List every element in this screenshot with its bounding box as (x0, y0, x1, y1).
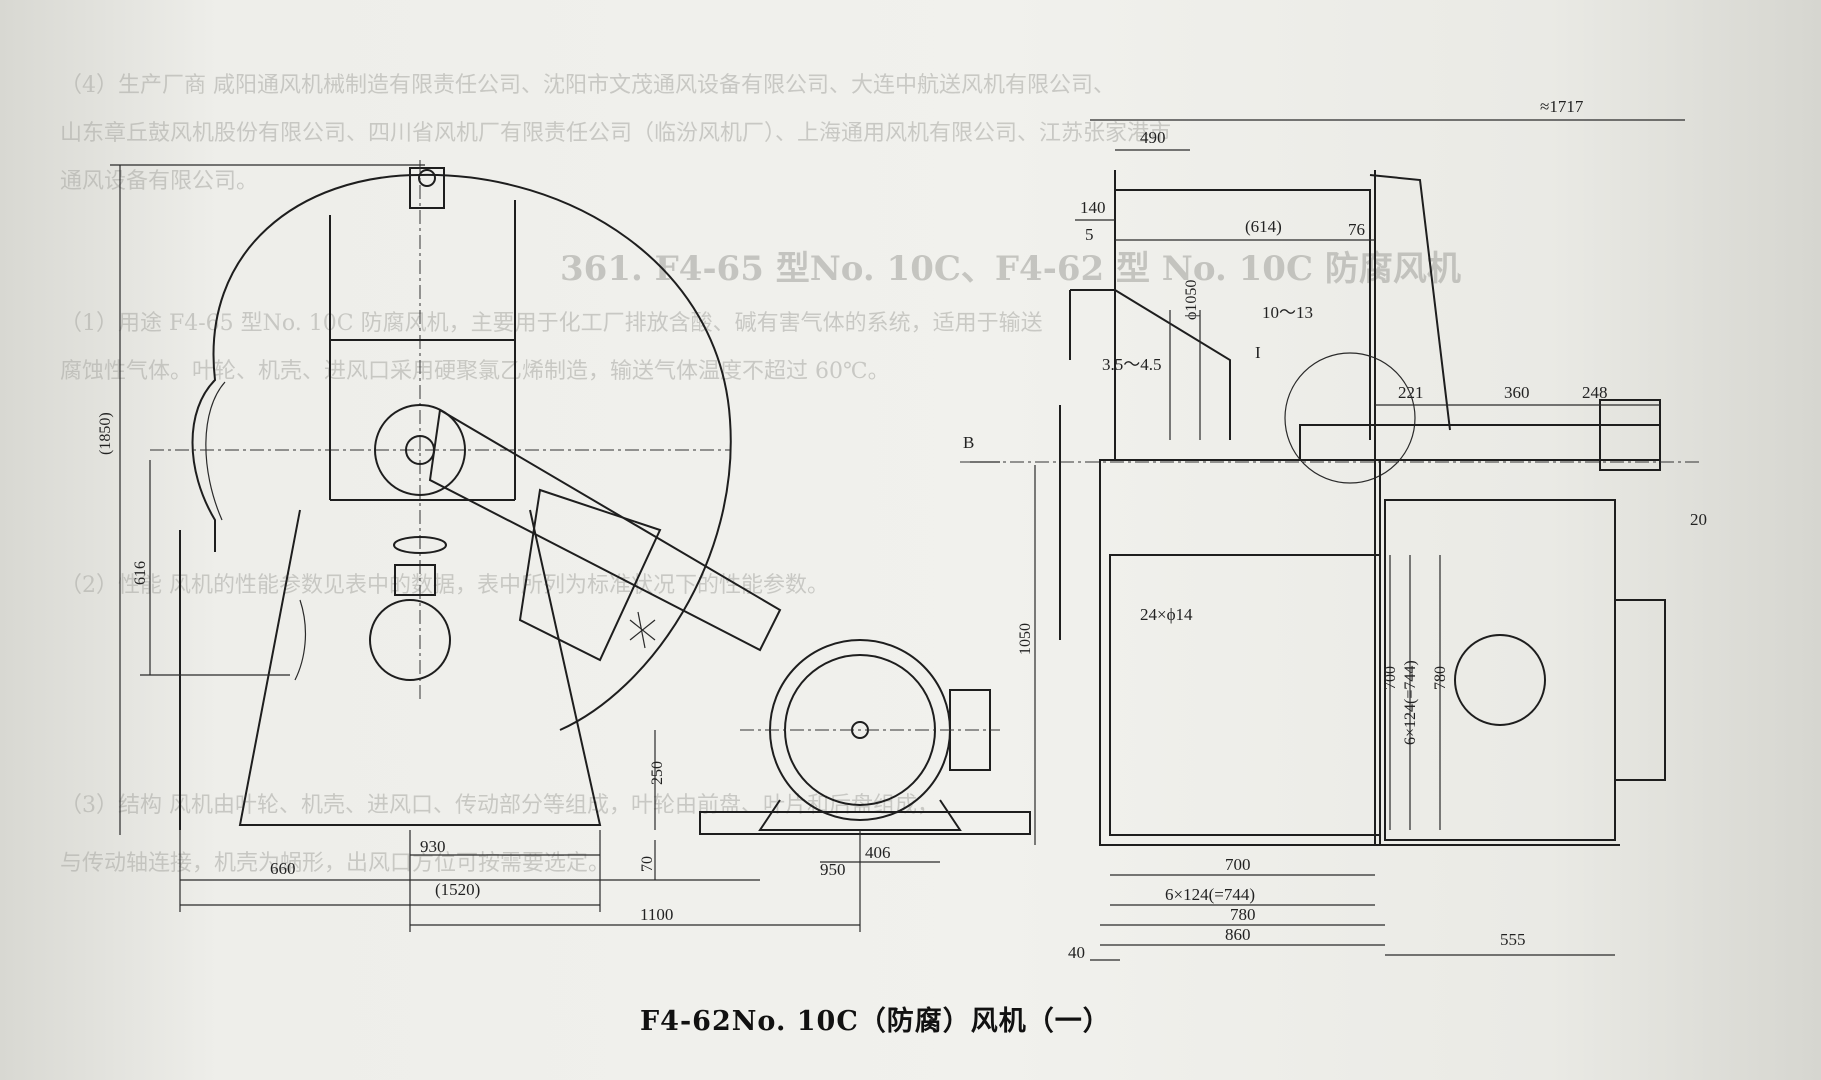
dim-6x124-horizontal: 6×124(=744) (1165, 885, 1255, 904)
bg-line-4: （1）用途 F4-65 型No. 10C 防腐风机，主要用于化工厂排放含酸、碱有… (60, 311, 1043, 336)
mesh-pattern (629, 611, 656, 649)
drain-cover (294, 599, 307, 681)
bg-line-6: （2）性能 风机的性能参数见表中的数据，表中所列为标准状况下的性能参数。 (60, 573, 829, 598)
bearing-block (1599, 399, 1661, 471)
dim-phi1050: ϕ1050 (1183, 280, 1200, 320)
dim-700-horizontal: 700 (1225, 855, 1251, 874)
dim-3-5-4-5: 3.5～4.5 (1102, 355, 1162, 374)
left-view: (1850) 616 250 70 930 660 (1520) 406 950… (97, 160, 1031, 932)
background-text: （4）生产厂商 咸阳通风机械制造有限责任公司、沈阳市文茂通风设备有限公司、大连中… (60, 73, 1461, 876)
dim-700-vertical: 700 (1382, 666, 1399, 690)
dim-overall-height: (1850) (97, 412, 114, 455)
left-dimension-lines (110, 164, 940, 932)
dim-40: 40 (1068, 943, 1085, 962)
handle-slot (393, 536, 447, 554)
dim-10-13: 10～13 (1262, 303, 1313, 322)
inlet-cone (1069, 289, 1231, 440)
belt-guard (428, 408, 782, 652)
dim-406: 406 (865, 843, 891, 862)
dim-950: 950 (820, 860, 846, 879)
bg-line-1: （4）生产厂商 咸阳通风机械制造有限责任公司、沈阳市文茂通风设备有限公司、大连中… (60, 73, 1115, 98)
dim-top-width: ≈1717 (1540, 97, 1584, 116)
dim-1100: 1100 (640, 905, 673, 924)
motor-slide-base (699, 811, 1031, 835)
dim-614: (614) (1245, 217, 1282, 236)
inlet-circle (369, 599, 451, 681)
fan-pulley (374, 404, 466, 496)
detail-label-I: I (1255, 343, 1261, 362)
lifting-lug (409, 167, 445, 209)
inspection-plate (394, 564, 436, 596)
dim-base-offset: 70 (639, 856, 656, 872)
dim-76: 76 (1348, 220, 1365, 239)
dim-left-height: 616 (132, 561, 149, 585)
dim-20: 20 (1690, 510, 1707, 529)
belt-guard-side (1384, 499, 1616, 841)
shaft-housing (1299, 424, 1661, 461)
volute-casing (191, 173, 732, 731)
dim-motor-base: 250 (649, 761, 666, 785)
casing-body (1099, 459, 1381, 846)
dim-490: 490 (1140, 128, 1166, 147)
right-view: ≈1717 490 140 5 (614) 76 ϕ1050 10～13 I 3… (960, 97, 1707, 962)
bg-line-2: 山东章丘鼓风机股份有限公司、四川省风机厂有限责任公司（临汾风机厂）、上海通用风机… (60, 121, 1171, 146)
right-dimension-lines (970, 119, 1685, 961)
bg-line-3: 通风设备有限公司。 (60, 169, 258, 194)
dim-555: 555 (1500, 930, 1526, 949)
motor-end-circle (1454, 634, 1546, 726)
dim-140: 140 (1080, 198, 1106, 217)
view-label-B: B (963, 433, 974, 452)
dim-780-horizontal: 780 (1230, 905, 1256, 924)
inlet-housing (1114, 170, 1371, 460)
casing-inner-line (205, 381, 226, 521)
detail-circle-I (1284, 352, 1416, 484)
rear-cover (1369, 174, 1451, 431)
motor-support-box (518, 488, 662, 662)
dim-780-vertical: 780 (1432, 666, 1449, 690)
dim-1050: 1050 (1017, 623, 1034, 655)
dim-221: 221 (1398, 383, 1424, 402)
dim-5: 5 (1085, 225, 1094, 244)
dim-860: 860 (1225, 925, 1251, 944)
dim-930: 930 (420, 837, 446, 856)
bg-heading: 361. F4-65 型No. 10C、F4-62 型 No. 10C 防腐风机 (560, 249, 1461, 289)
outlet-flange (1109, 554, 1381, 836)
motor-end-plate (1614, 599, 1666, 781)
dim-248: 248 (1582, 383, 1608, 402)
figure-caption: F4-62No. 10C（防腐）风机（一） (640, 1006, 1111, 1037)
dim-1520: (1520) (435, 880, 480, 899)
bg-line-5: 腐蚀性气体。叶轮、机壳、进风口采用硬聚氯乙烯制造，输送气体温度不超过 60℃。 (60, 359, 890, 384)
dim-660: 660 (270, 859, 296, 878)
dim-holes: 24×ϕ14 (1140, 605, 1193, 624)
dim-6x124-vertical: 6×124(=744) (1402, 660, 1419, 745)
dim-360: 360 (1504, 383, 1530, 402)
bg-line-7: （3）结构 风机由叶轮、机壳、进风口、传动部分等组成，叶轮由前盘、叶片和后盘组成… (60, 793, 939, 818)
